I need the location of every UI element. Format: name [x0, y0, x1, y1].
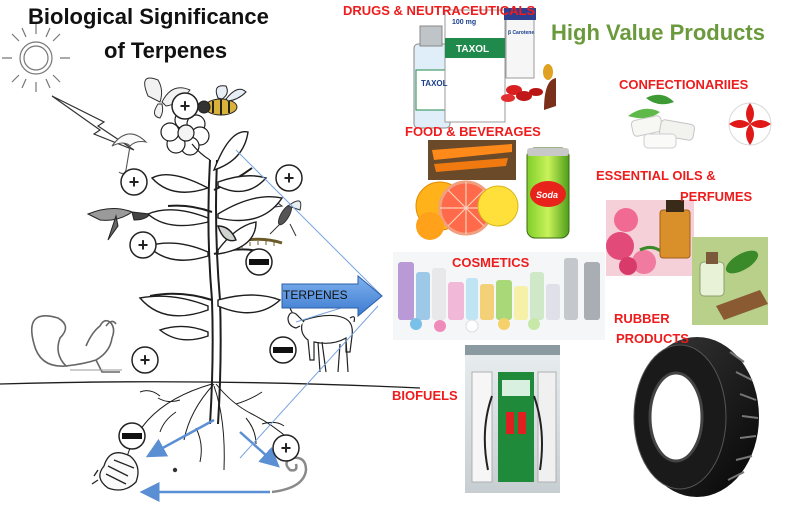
taxol-box-label: TAXOL	[456, 44, 489, 55]
taxol-vial-label: TAXOL	[421, 79, 448, 88]
carotene-label: β Carotene	[508, 30, 534, 36]
high-value-products-heading: High Value Products	[551, 20, 765, 45]
soda-can-label: Soda	[536, 190, 558, 200]
squirrel-sketch	[30, 315, 122, 373]
soil-dot	[172, 467, 178, 473]
svg-text:+: +	[284, 168, 295, 188]
plant-stem	[149, 159, 263, 425]
nematode-sketch	[271, 456, 308, 494]
cosmetics-image	[393, 252, 605, 340]
food-beverages-label: FOOD & BEVERAGES	[405, 124, 541, 139]
plus-badge: +	[272, 434, 300, 462]
plus-badge: +	[120, 168, 148, 196]
diagram-title-line-1: Biological Significance	[28, 4, 269, 29]
essential-oils-image	[606, 200, 768, 325]
confectionary-image	[628, 94, 772, 149]
drugs-label: DRUGS & NEUTRACEUTICALS	[343, 3, 536, 18]
essential-oils-label-line-1: ESSENTIAL OILS &	[596, 168, 716, 183]
food-beverages-image	[415, 140, 570, 240]
plus-badge: +	[129, 231, 157, 259]
biofuels-image	[465, 345, 560, 493]
ground-line	[0, 381, 421, 389]
minus-badge	[269, 336, 297, 364]
plus-badge: +	[131, 346, 159, 374]
flower-sketch	[160, 110, 211, 161]
dose-label: 100 mg	[452, 19, 476, 26]
svg-text:+: +	[138, 235, 149, 255]
svg-text:+: +	[281, 438, 292, 458]
plus-badge: +	[171, 92, 199, 120]
sun-sketch	[2, 24, 70, 92]
interaction-arrows	[139, 418, 280, 502]
biofuels-label: BIOFUELS	[392, 388, 458, 403]
minus-badge	[118, 422, 146, 450]
terpenes-arrow-label: TERPENES	[283, 288, 348, 302]
svg-text:+: +	[140, 350, 151, 370]
minus-badge	[245, 248, 273, 276]
umbrella-icon	[111, 133, 148, 175]
diagram-title-line-2: of Terpenes	[104, 38, 228, 63]
rubber-products-label-line-2: PRODUCTS	[616, 331, 689, 346]
bee-sketch	[197, 85, 247, 116]
drug-products-image	[413, 8, 556, 129]
terpenes-arrow	[281, 274, 383, 318]
goat-sketch	[287, 303, 356, 373]
plus-badge: +	[275, 164, 303, 192]
svg-text:+: +	[129, 172, 140, 192]
rubber-tire-image	[633, 337, 759, 497]
svg-text:+: +	[180, 96, 191, 116]
cosmetics-label: COSMETICS	[452, 255, 530, 270]
hummingbird-sketch	[86, 208, 167, 241]
plant-roots	[125, 383, 291, 471]
plant-leaves	[138, 131, 284, 341]
lightning-bolt	[51, 95, 135, 151]
essential-oils-label-line-2: PERFUMES	[680, 189, 753, 204]
rubber-products-label-line-1: RUBBER	[614, 311, 670, 326]
grub-sketch	[91, 452, 139, 491]
confectionaries-label: CONFECTIONARIIES	[619, 77, 749, 92]
